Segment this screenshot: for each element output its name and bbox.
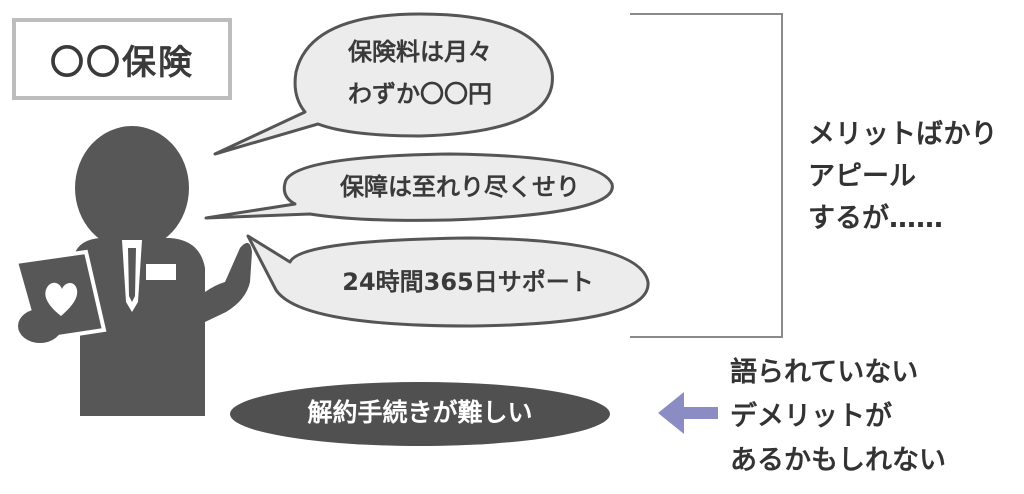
arrow-left-icon: [658, 392, 718, 434]
figure-head: [75, 126, 189, 250]
right-note-line-3: するが……: [808, 203, 943, 234]
hidden-demerit-text: 解約手続きが難しい: [307, 398, 533, 427]
speech-bubble-3: [246, 234, 650, 328]
bracket-line: [630, 13, 783, 338]
right-note-line-2: アピール: [808, 161, 916, 192]
heart-icon: [45, 282, 78, 316]
figure-body: [60, 238, 252, 416]
bubble-2-text: 保障は至れり尽くせり: [340, 173, 580, 201]
bottom-note-line-3: あるかもしれない: [730, 445, 946, 476]
figure-tie: [128, 248, 136, 302]
hidden-demerit-bubble: [230, 382, 610, 446]
bubble-3-text: 24時間365日サポート: [342, 268, 594, 296]
speech-bubble-2: [204, 152, 614, 222]
salesperson-figure: [13, 126, 252, 416]
speech-bubble-1: [213, 12, 554, 156]
bottom-note-line-2: デメリットが: [730, 401, 892, 432]
right-note-line-1: メリットばかり: [808, 119, 998, 150]
name-badge: [146, 264, 176, 280]
bubble-1-line-1: 保険料は月々: [348, 38, 492, 66]
figure-hand: [18, 309, 62, 343]
bubble-1-line-2: わずか〇〇円: [348, 80, 492, 108]
bottom-note-line-1: 語られていない: [730, 357, 919, 388]
company-label: 〇〇保険: [12, 18, 232, 100]
